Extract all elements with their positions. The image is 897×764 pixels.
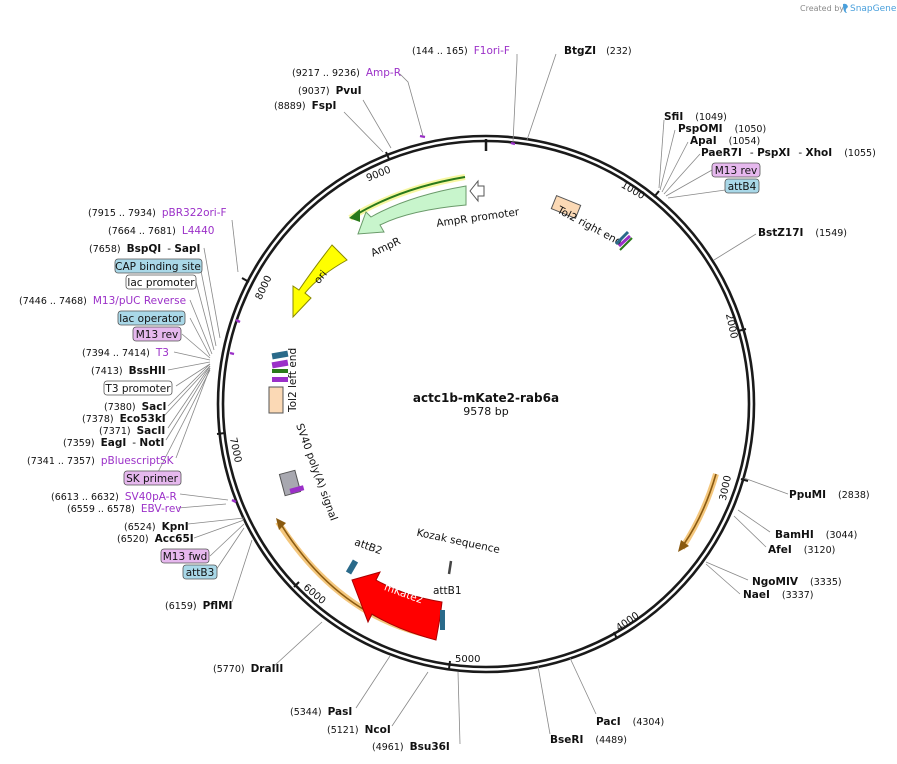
primer-pbluescriptsk[interactable]: (7341 .. 7357)pBluescriptSK — [27, 455, 175, 467]
label-t3-promoter[interactable]: T3 promoter — [104, 383, 171, 395]
primer-t3[interactable]: (7394 .. 7414)T3 — [82, 347, 169, 359]
label-m13-rev-left[interactable]: M13 rev — [136, 329, 179, 341]
site-saci[interactable]: (7380)SacI — [104, 401, 166, 413]
plasmid-length: 9578 bp — [463, 405, 508, 418]
site-sfii[interactable]: SfiI(1049) — [664, 111, 727, 123]
label-lac-operator-box — [117, 310, 186, 326]
site-fspi[interactable]: (8889)FspI — [274, 100, 336, 112]
tol2-left-end[interactable] — [268, 386, 284, 414]
ampr-orf-line — [353, 176, 466, 217]
orf-arc-bottom-left-arrow-icon — [276, 518, 286, 530]
ampr-promoter-arrow[interactable] — [469, 179, 485, 203]
backbone-outer — [216, 134, 756, 674]
label-lac-promoter-box — [125, 274, 197, 290]
site-apai[interactable]: ApaI(1054) — [690, 135, 760, 147]
label-cap-binding-site[interactable]: CAP binding site — [115, 261, 201, 273]
attb1-mark[interactable] — [440, 610, 445, 630]
label-m13-fwd[interactable]: M13 fwd — [163, 551, 208, 563]
site-pspomi[interactable]: PspOMI(1050) — [678, 123, 766, 135]
site-ppumi[interactable]: PpuMI(2838) — [789, 489, 870, 501]
label-attb3[interactable]: attB3 — [186, 567, 215, 579]
attb2-mark[interactable] — [345, 559, 359, 575]
site-beri[interactable]: BseRI(4489) — [550, 734, 627, 746]
kozak-label: Kozak sequence — [416, 527, 501, 556]
attb1-label: attB1 — [433, 585, 462, 597]
site-bsu36i[interactable]: (4961)Bsu36I — [372, 741, 450, 753]
primer-sv40pa-r[interactable]: (6613 .. 6632)SV40pA-R — [51, 491, 177, 503]
site-eagi[interactable]: (7359)EagI- NotI — [63, 437, 164, 449]
tick-label-2000: 2000 — [723, 313, 739, 340]
site-bstz17i[interactable]: BstZ17I(1549) — [758, 227, 847, 239]
site-bsshii[interactable]: (7413)BssHII — [91, 365, 166, 377]
site-draiii[interactable]: (5770)DraIII — [213, 663, 283, 675]
mkate2-arrow[interactable] — [351, 571, 443, 641]
sv40-label: SV40 poly(A) signal — [293, 422, 339, 522]
label-sk-primer-box — [123, 470, 182, 486]
label-attb4[interactable]: attB4 — [728, 181, 757, 193]
tick-label-3000: 3000 — [718, 474, 734, 501]
site-naei[interactable]: NaeI(3337) — [743, 589, 814, 601]
ori-arrow[interactable] — [292, 244, 348, 319]
label-sk-primer[interactable]: SK primer — [126, 473, 178, 485]
primer-m13-puc-reverse[interactable]: (7446 .. 7468)M13/pUC Reverse — [19, 295, 186, 307]
label-lac-operator[interactable]: lac operator — [119, 313, 183, 325]
label-t3-promoter-box — [103, 380, 173, 396]
brand-created-by: Created by — [800, 4, 844, 13]
primer-l4440[interactable]: (7664 .. 7681)L4440 — [108, 225, 214, 237]
brand-snapgene[interactable]: SnapGene — [850, 4, 897, 14]
label-attb3-box — [182, 564, 218, 580]
tick-label-5000: 5000 — [455, 654, 480, 665]
attb2-label: attB2 — [353, 536, 384, 557]
primer-ebv-rev[interactable]: (6559 .. 6578)EBV-rev — [67, 503, 182, 515]
plasmid-name: actc1b-mKate2-rab6a — [413, 391, 559, 405]
orf-arc-right-line — [683, 473, 717, 545]
primer-amp-r[interactable]: (9217 .. 9236)Amp-R — [292, 67, 401, 79]
position-ticks — [216, 151, 749, 670]
label-m13-rev-left-box — [132, 326, 182, 342]
orf-arc-right[interactable] — [679, 473, 719, 550]
site-kpni[interactable]: (6524)KpnI — [124, 521, 189, 533]
site-ngomiv[interactable]: NgoMIV(3335) — [752, 576, 842, 588]
primer-marks — [229, 134, 516, 504]
ampr-gene-label: AmpR — [369, 235, 403, 259]
orf-arc-right-arrow-icon — [678, 540, 689, 552]
label-m13-rev-right-box — [711, 162, 761, 178]
site-btgzi[interactable]: BtgZI(232) — [564, 45, 632, 57]
tol2-left-label: Tol2 left end — [287, 348, 299, 413]
ampr-orf-arrow-icon — [349, 209, 360, 222]
ampr-promoter-label: AmpR promoter — [436, 206, 521, 230]
tol2-right-end[interactable] — [550, 194, 582, 220]
site-bamhi[interactable]: BamHI(3044) — [775, 529, 857, 541]
site-bspqi[interactable]: (7658)BspQI- SapI — [89, 243, 200, 255]
snapgene-logo-icon — [843, 3, 848, 13]
site-paci[interactable]: PacI(4304) — [596, 716, 664, 728]
leader-lines — [155, 53, 789, 745]
label-lac-promoter[interactable]: lac promoter — [127, 277, 195, 289]
attb4-feature-cluster[interactable] — [614, 230, 633, 251]
sv40-primer-mark — [289, 485, 305, 494]
site-pasi[interactable]: (5344)PasI — [290, 706, 352, 718]
primer-pbr322ori-f[interactable]: (7915 .. 7934)pBR322ori-F — [88, 207, 227, 219]
ampr-gene-arrow[interactable] — [357, 185, 467, 235]
tick-label-1000: 1000 — [619, 180, 647, 202]
primer-f1ori-f[interactable]: (144 .. 165)F1ori-F — [412, 45, 510, 57]
tick-label-7000: 7000 — [227, 437, 243, 464]
label-attb4-box — [724, 178, 760, 194]
tol2-right-label: Tol2 right end — [554, 204, 624, 249]
site-paer7i[interactable]: PaeR7I- PspXI- XhoI(1055) — [701, 147, 876, 159]
site-acc65i[interactable]: (6520)Acc65I — [117, 533, 194, 545]
site-afei[interactable]: AfeI(3120) — [768, 544, 835, 556]
label-m13-rev-right[interactable]: M13 rev — [715, 165, 758, 177]
site-pflmi[interactable]: (6159)PflMI — [165, 600, 232, 612]
site-eco53ki[interactable]: (7378)Eco53kI — [82, 413, 166, 425]
site-ncoi[interactable]: (5121)NcoI — [327, 724, 391, 736]
tick-label-8000: 8000 — [254, 274, 275, 302]
site-pvui[interactable]: (9037)PvuI — [298, 85, 362, 97]
kozak-mark[interactable] — [447, 560, 453, 575]
lac-feature-cluster[interactable] — [271, 350, 289, 382]
label-m13-fwd-box — [160, 548, 210, 564]
site-sacii[interactable]: (7371)SacII — [99, 425, 165, 437]
label-cap-binding-site-box — [114, 258, 203, 274]
